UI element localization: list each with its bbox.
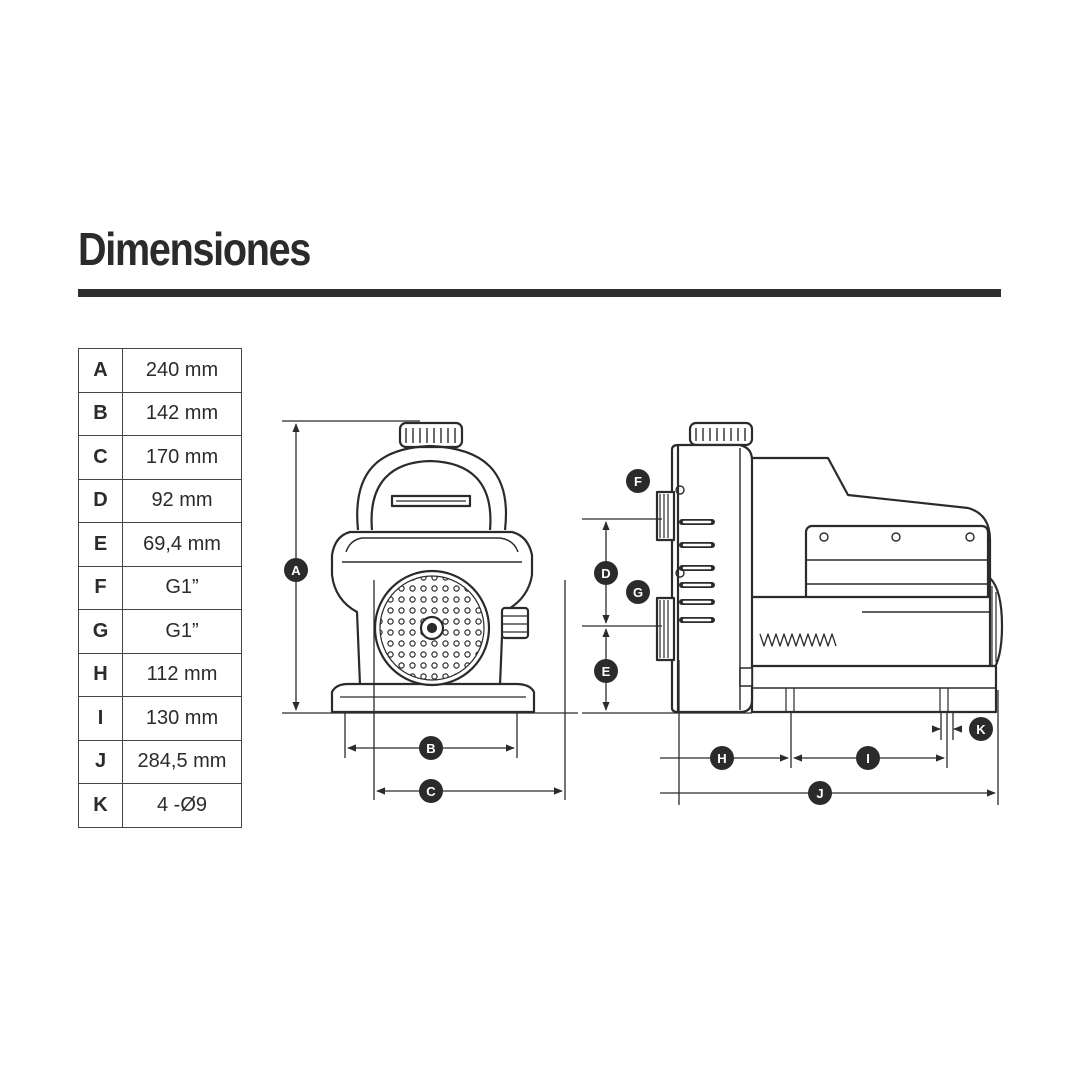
svg-text:F: F [634, 474, 642, 489]
dim-key: I [78, 696, 123, 741]
callout-d: D [594, 561, 618, 585]
dim-value: 130 mm [122, 696, 242, 741]
side-knob [688, 421, 754, 447]
dim-value: 69,4 mm [122, 522, 242, 567]
callout-b: B [419, 736, 443, 760]
dim-value: 142 mm [122, 391, 242, 436]
dim-value: G1” [122, 565, 242, 610]
dim-value: 4 -Ø9 [122, 783, 242, 828]
callout-i: I [856, 746, 880, 770]
dim-key: H [78, 652, 123, 697]
dim-key: C [78, 435, 123, 480]
svg-text:B: B [426, 741, 435, 756]
dim-value: 284,5 mm [122, 739, 242, 784]
dim-key: E [78, 522, 123, 567]
svg-text:H: H [717, 751, 726, 766]
svg-text:I: I [866, 751, 870, 766]
svg-text:K: K [976, 722, 986, 737]
svg-text:C: C [426, 784, 436, 799]
side-base [750, 664, 998, 714]
port-f [655, 490, 676, 542]
port-g [655, 596, 676, 662]
top-knob [398, 421, 464, 449]
svg-text:A: A [291, 563, 301, 578]
dim-key: F [78, 565, 123, 610]
callout-g: G [626, 580, 650, 604]
svg-text:D: D [601, 566, 610, 581]
svg-text:G: G [633, 585, 643, 600]
dim-value: 112 mm [122, 652, 242, 697]
dim-value: 240 mm [122, 348, 242, 393]
dim-value: 170 mm [122, 435, 242, 480]
callout-f: F [626, 469, 650, 493]
dim-value: G1” [122, 609, 242, 654]
svg-text:J: J [816, 786, 823, 801]
dim-key: G [78, 609, 123, 654]
front-view [330, 421, 536, 714]
title-divider [78, 289, 1001, 297]
callout-a: A [284, 558, 308, 582]
callout-h: H [710, 746, 734, 770]
callout-k: K [969, 717, 993, 741]
svg-text:E: E [602, 664, 611, 679]
front-cover [676, 443, 754, 714]
callout-c: C [419, 779, 443, 803]
dim-key: D [78, 478, 123, 523]
callout-j: J [808, 781, 832, 805]
callout-e: E [594, 659, 618, 683]
handle [356, 444, 508, 531]
front-base [330, 682, 536, 714]
dim-value: 92 mm [122, 478, 242, 523]
side-view [655, 421, 1004, 714]
page-title: Dimensiones [78, 223, 311, 275]
